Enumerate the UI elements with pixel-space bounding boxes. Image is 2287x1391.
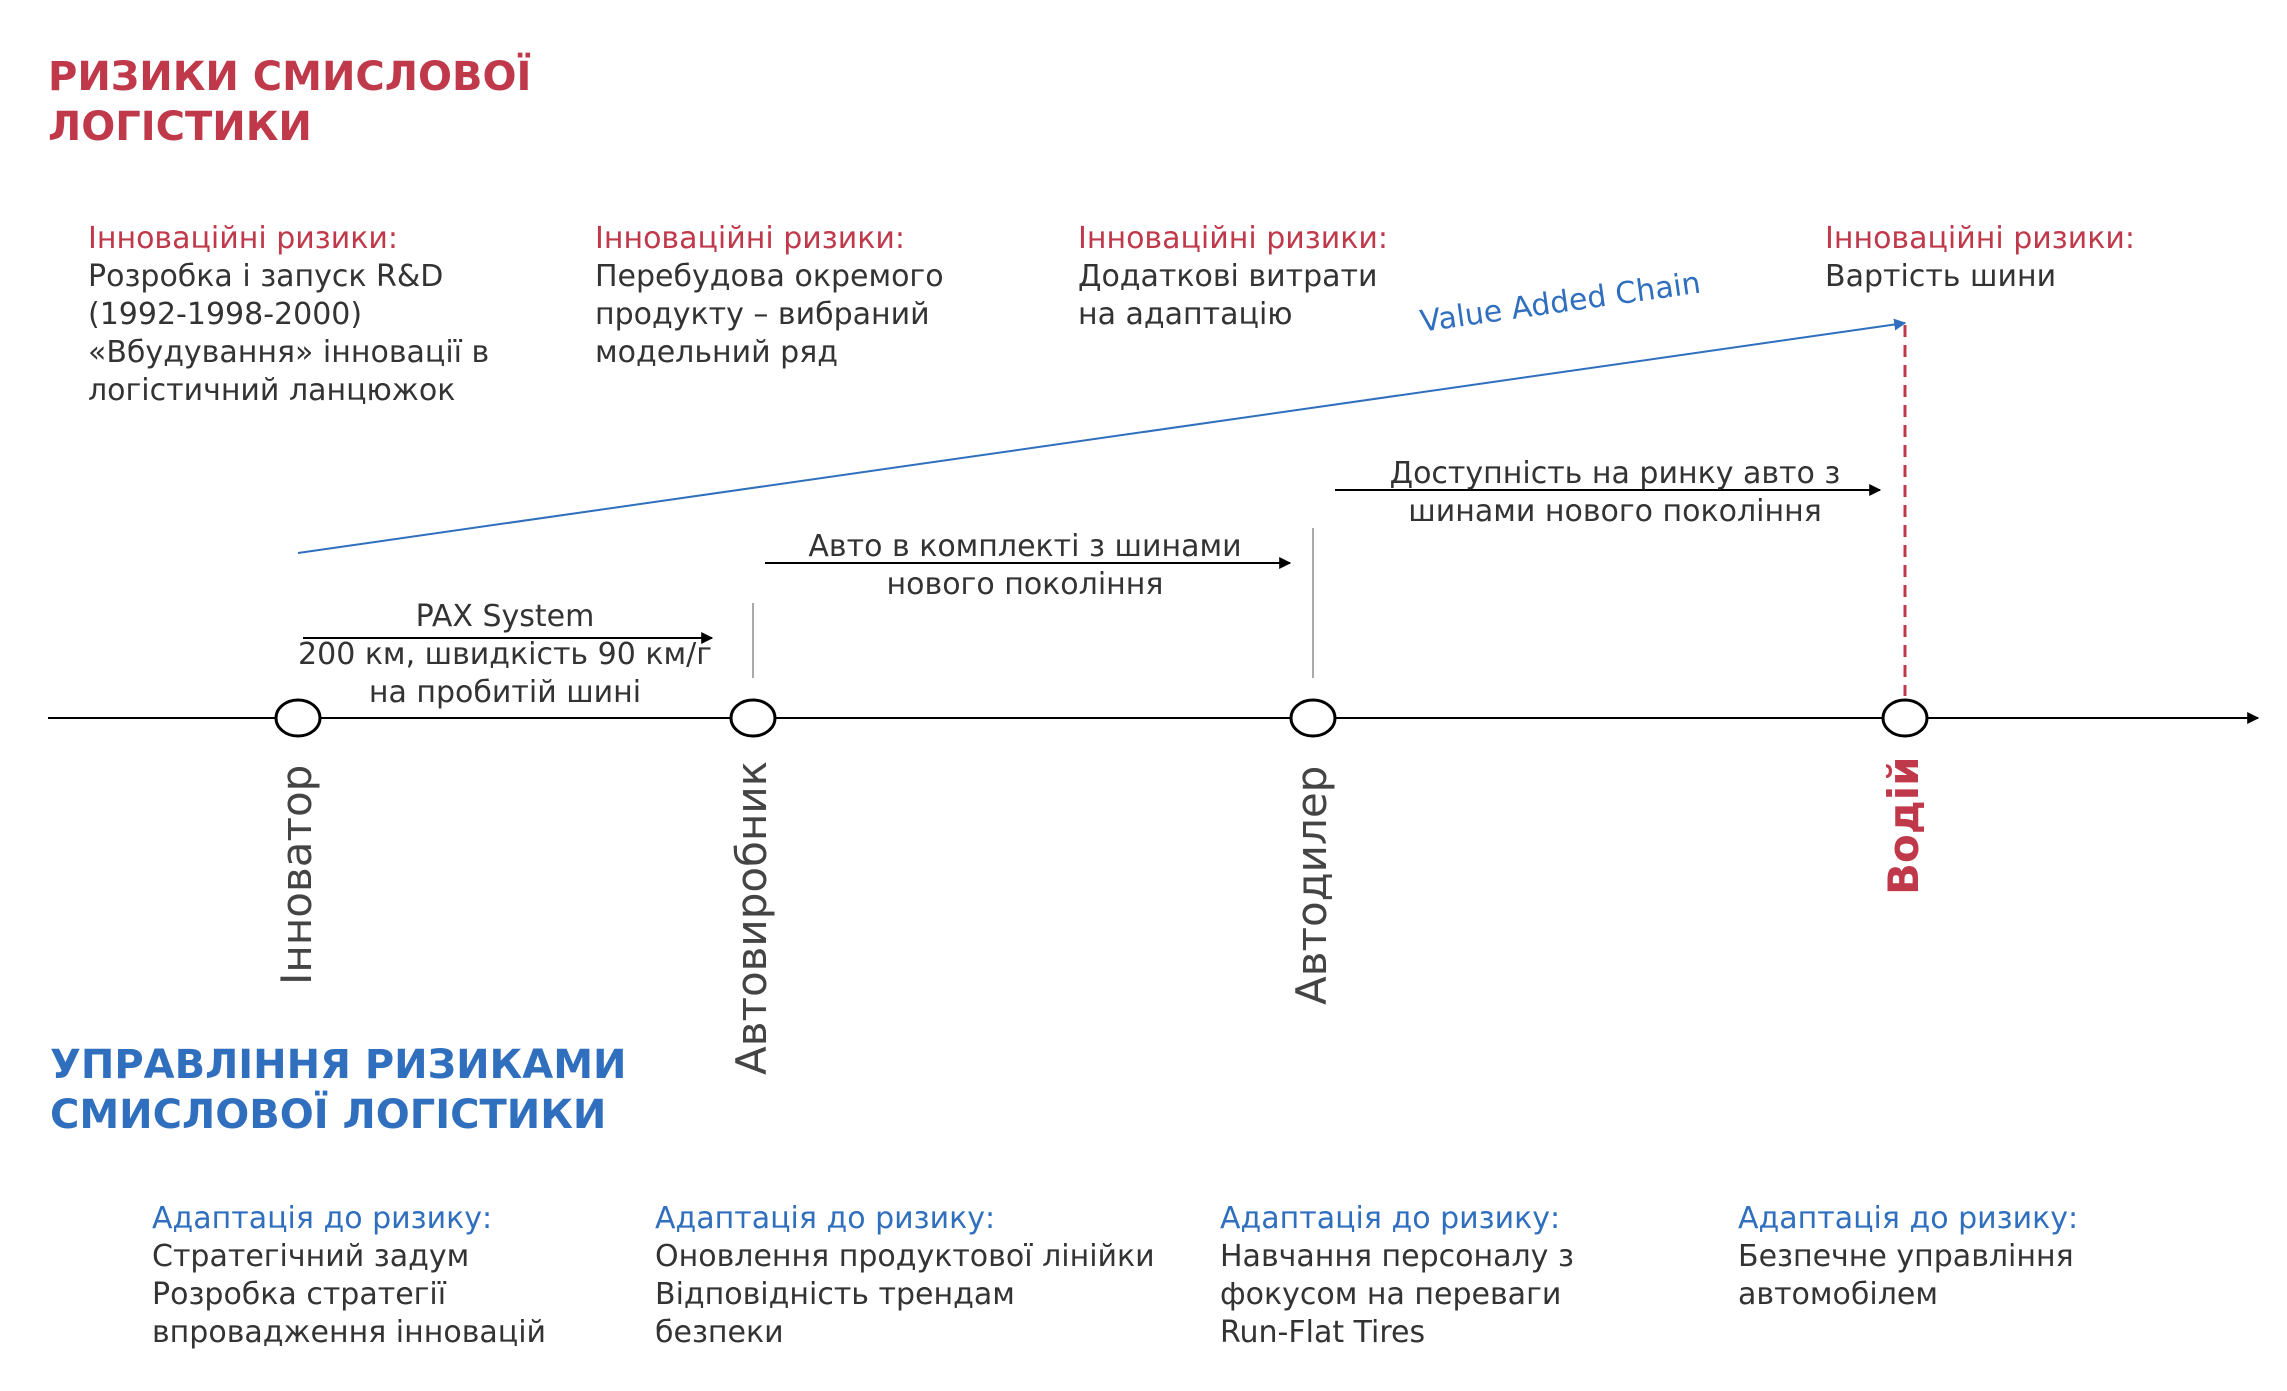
adaptation-text: Відповідність трендам — [655, 1277, 1015, 1312]
node-driver — [1881, 698, 1929, 738]
risk-text: (1992-1998-2000) — [88, 297, 363, 332]
risk-label: Інноваційні ризики: — [88, 221, 398, 256]
node-innovator — [274, 698, 322, 738]
adaptation-block-3: Адаптація до ризику: Навчання персоналу … — [1220, 1200, 1574, 1352]
actor-driver: Водій — [1879, 756, 1928, 895]
management-heading: УПРАВЛІННЯ РИЗИКАМИ СМИСЛОВОЇ ЛОГІСТИКИ — [50, 1040, 626, 1140]
risk-label: Інноваційні ризики: — [1078, 221, 1388, 256]
management-heading-line-2: СМИСЛОВОЇ ЛОГІСТИКИ — [50, 1092, 607, 1138]
adaptation-text: Оновлення продуктової лінійки — [655, 1239, 1155, 1274]
risks-heading: РИЗИКИ СМИСЛОВОЇ ЛОГІСТИКИ — [48, 52, 531, 152]
flow-label-line: Авто в комплекті з шинами — [808, 529, 1242, 564]
risk-text: на адаптацію — [1078, 297, 1293, 332]
risk-text: Вартість шини — [1825, 259, 2057, 294]
risk-text: модельний ряд — [595, 335, 839, 370]
management-heading-line-1: УПРАВЛІННЯ РИЗИКАМИ — [50, 1042, 627, 1088]
adaptation-label: Адаптація до ризику: — [152, 1201, 493, 1236]
risk-block-2: Інноваційні ризики: Перебудова окремого … — [595, 220, 944, 372]
risks-heading-line-1: РИЗИКИ СМИСЛОВОЇ — [48, 54, 532, 100]
actor-dealer: Автодилер — [1287, 765, 1336, 1005]
adaptation-label: Адаптація до ризику: — [1220, 1201, 1561, 1236]
risk-text: Перебудова окремого — [595, 259, 944, 294]
flow-label-line: Доступність на ринку авто з — [1389, 456, 1841, 491]
flow-label-line: нового покоління — [886, 567, 1164, 602]
pax-label: PAX System 200 км, швидкість 90 км/г на … — [295, 598, 715, 712]
adaptation-label: Адаптація до ризику: — [1738, 1201, 2079, 1236]
risk-text: логістичний ланцюжок — [88, 373, 456, 408]
risk-label: Інноваційні ризики: — [595, 221, 905, 256]
risk-label: Інноваційні ризики: — [1825, 221, 2135, 256]
adaptation-text: Навчання персоналу з — [1220, 1239, 1574, 1274]
adaptation-text: Безпечне управління — [1738, 1239, 2074, 1274]
risk-text: «Вбудування» інновації в — [88, 335, 490, 370]
adaptation-text: безпеки — [655, 1315, 784, 1350]
node-automaker — [729, 698, 777, 738]
risk-text: продукту – вибраний — [595, 297, 930, 332]
adaptation-block-4: Адаптація до ризику: Безпечне управління… — [1738, 1200, 2078, 1314]
flow-label-line: 200 км, швидкість 90 км/г — [298, 637, 712, 672]
adaptation-text: автомобілем — [1738, 1277, 1938, 1312]
auto-kit-label: Авто в комплекті з шинами нового поколін… — [755, 528, 1295, 604]
adaptation-text: Run-Flat Tires — [1220, 1315, 1426, 1350]
actor-innovator: Інноватор — [272, 764, 321, 985]
actor-automaker: Автовиробник — [727, 760, 776, 1075]
adaptation-block-1: Адаптація до ризику: Стратегічний задум … — [152, 1200, 546, 1352]
value-chain-arrow — [297, 318, 1907, 554]
adaptation-text: Стратегічний задум — [152, 1239, 470, 1274]
flow-label-line: шинами нового покоління — [1408, 494, 1822, 529]
adaptation-block-2: Адаптація до ризику: Оновлення продуктов… — [655, 1200, 1155, 1352]
node-dealer — [1289, 698, 1337, 738]
availability-label: Доступність на ринку авто з шинами новог… — [1330, 455, 1900, 531]
risk-text: Розробка і запуск R&D — [88, 259, 444, 294]
adaptation-text: Розробка стратегії — [152, 1277, 447, 1312]
adaptation-text: фокусом на переваги — [1220, 1277, 1562, 1312]
flow-label-line: PAX System — [415, 599, 595, 634]
adaptation-label: Адаптація до ризику: — [655, 1201, 996, 1236]
risk-text: Додаткові витрати — [1078, 259, 1378, 294]
adaptation-text: впровадження інновацій — [152, 1315, 547, 1350]
flow-label-line: на пробитій шині — [368, 675, 642, 710]
risk-block-3: Інноваційні ризики: Додаткові витрати на… — [1078, 220, 1388, 334]
risks-heading-line-2: ЛОГІСТИКИ — [48, 104, 312, 150]
risk-block-1: Інноваційні ризики: Розробка і запуск R&… — [88, 220, 489, 410]
risk-block-4: Інноваційні ризики: Вартість шини — [1825, 220, 2135, 296]
